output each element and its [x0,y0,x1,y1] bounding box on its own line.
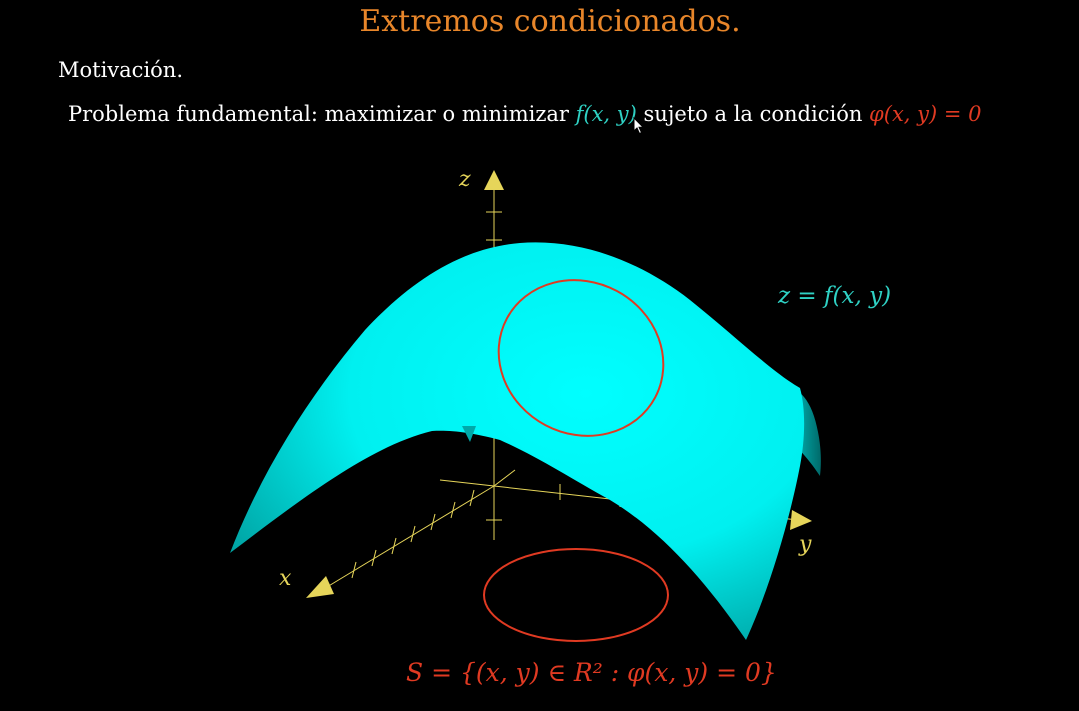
surface-label: z = f(x, y) [778,283,892,309]
surface-notch [462,426,476,442]
problem-function: f(x, y) [575,102,637,126]
x-axis-label: x [279,566,292,591]
problem-middle: sujeto a la condición [636,102,870,126]
problem-statement: Problema fundamental: maximizar o minimi… [68,102,982,126]
x-axis-arrow-icon [306,576,334,598]
slide-title: Extremos condicionados. [359,4,741,39]
surface [230,242,805,640]
problem-prefix: Problema fundamental: maximizar o minimi… [68,102,576,126]
curve-on-surface [497,279,665,437]
slide-subtitle: Motivación. [58,58,184,82]
curve-in-plane [483,548,669,642]
z-axis-arrow-icon [484,170,504,190]
y-axis-arrow-icon [790,510,812,530]
z-axis-label: z [459,167,471,192]
y-axis-label: y [799,532,812,557]
set-label: S = {(x, y) ∈ R² : φ(x, y) = 0} [406,658,777,687]
x-axis [321,485,495,591]
problem-condition: φ(x, y) = 0 [869,102,982,126]
mouse-pointer-icon [633,117,645,135]
y-axis-back [439,479,495,487]
x-axis-back [493,469,516,487]
